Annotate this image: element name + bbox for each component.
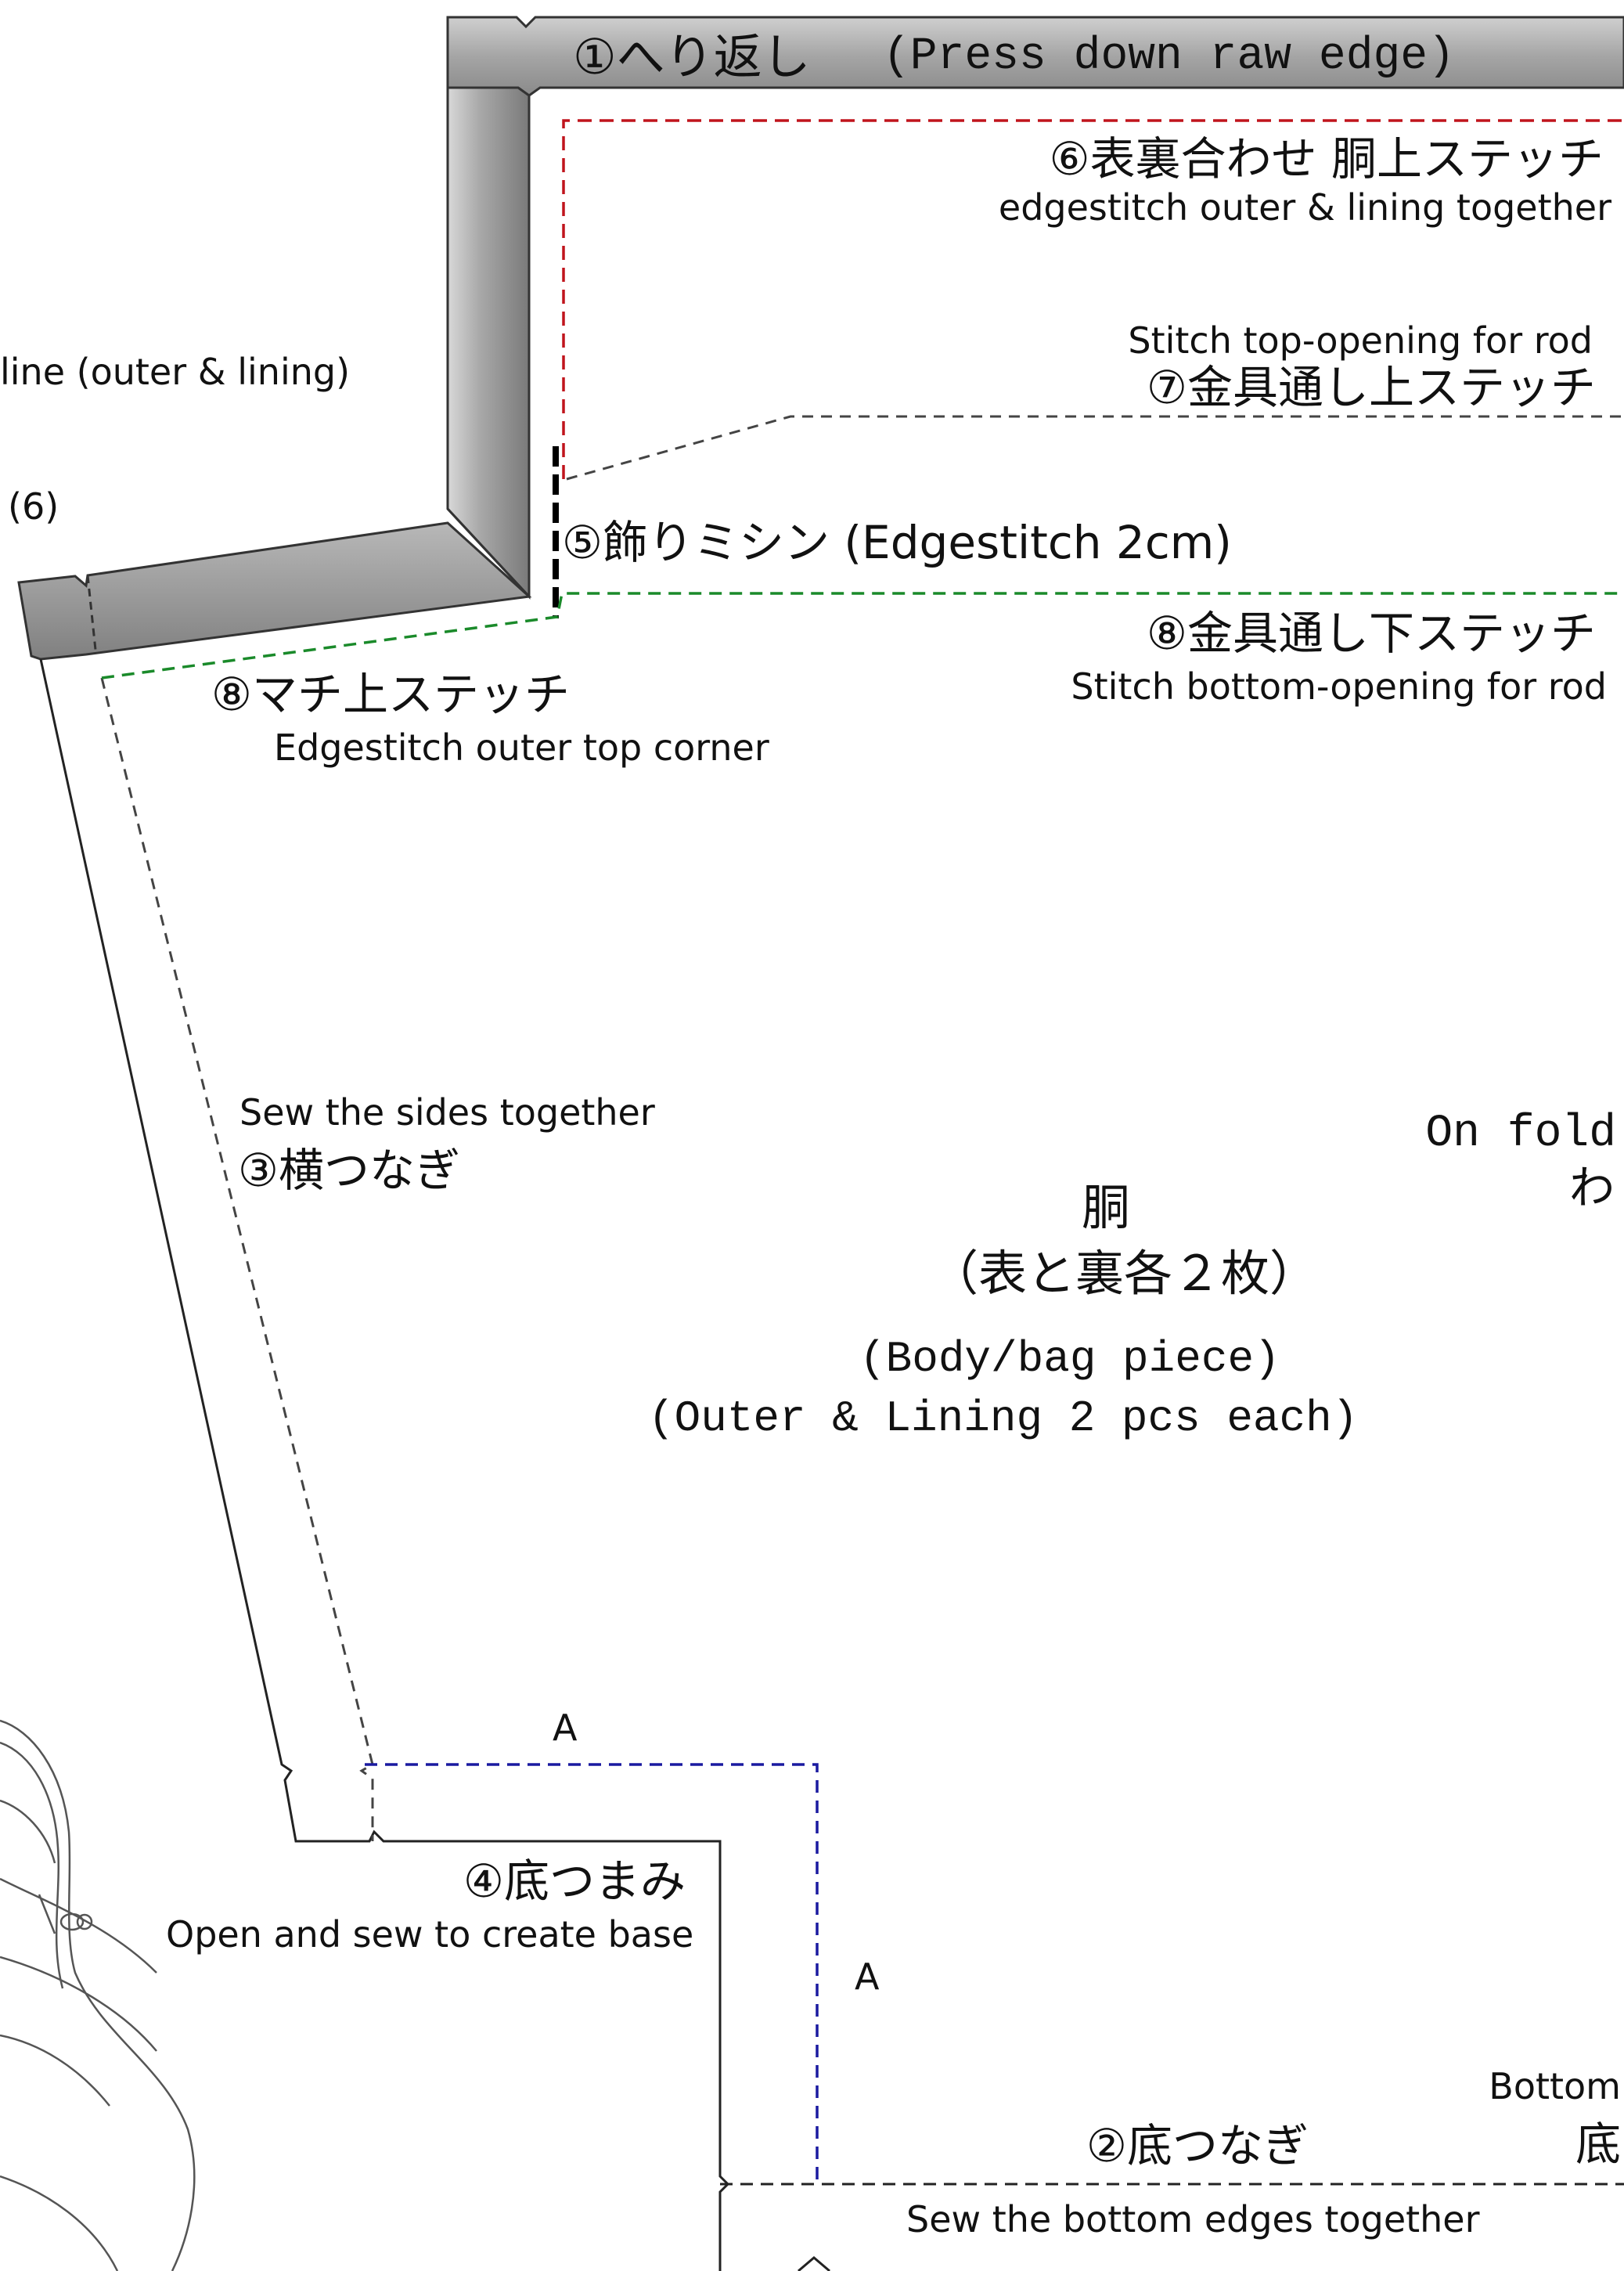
fold-label-en: On fold [1425,1108,1616,1159]
pattern-outline [39,658,730,2271]
mark-a-side: A [855,1956,880,1998]
corner-fold-panel [17,521,532,661]
step2-jp: ②底つなぎ [1086,2119,1309,2172]
rod-top-stitch-line [566,415,1624,481]
step3-en: Sew the sides together [239,1091,655,1134]
body-label-en2: (Outer & Lining 2 pcs each) [648,1393,1359,1444]
body-label-jp: 胴 [1082,1179,1131,1236]
green-stitch-line [101,592,1624,679]
body-label-en: (Body/bag piece) [859,1334,1280,1384]
step5-label: ⑤飾りミシン (Edgestitch 2cm) [562,516,1232,569]
fold-label-jp: わ [1568,1161,1615,1214]
press-label-en: (Press down raw edge) [883,31,1455,82]
bottom-label-en: Bottom [1489,2065,1621,2107]
paren-six-label: (6) [8,485,59,528]
step6-en: edgestitch outer & lining together [998,186,1611,229]
red-stitch-line [562,119,1624,479]
step8-en: Stitch bottom-opening for rod [1071,665,1607,708]
step4-jp: ④底つまみ [463,1855,686,1908]
bottom-label-jp: 底 [1575,2118,1621,2171]
step3-jp: ③横つなぎ [238,1144,460,1197]
step6-jp: ⑥表裏合わせ 胴上ステッチ [1049,132,1604,186]
press-label-jp: ①へり返し [573,28,811,85]
step8-jp: ⑧金具通し下ステッチ [1147,607,1596,660]
step7-en: Stitch top-opening for rod [1128,319,1593,362]
step8b-jp: ⑧マチ上ステッチ [211,668,570,721]
step7-jp: ⑦金具通し上ステッチ [1147,361,1596,414]
step2-en: Sew the bottom edges together [906,2198,1480,2240]
body-label-jp2: （表と裏各２枚） [930,1245,1319,1302]
step8b-en: Edgestitch outer top corner [274,726,769,769]
vertical-fold-panel [446,86,531,600]
mark-a-top: A [553,1707,578,1749]
blue-stitch-line [365,1763,819,2184]
step4-en: Open and sew to create base [166,1913,694,1956]
bag-sketch [0,1719,196,2271]
line-label: line (outer & lining) [0,351,351,393]
side-seam-line [100,677,374,1841]
